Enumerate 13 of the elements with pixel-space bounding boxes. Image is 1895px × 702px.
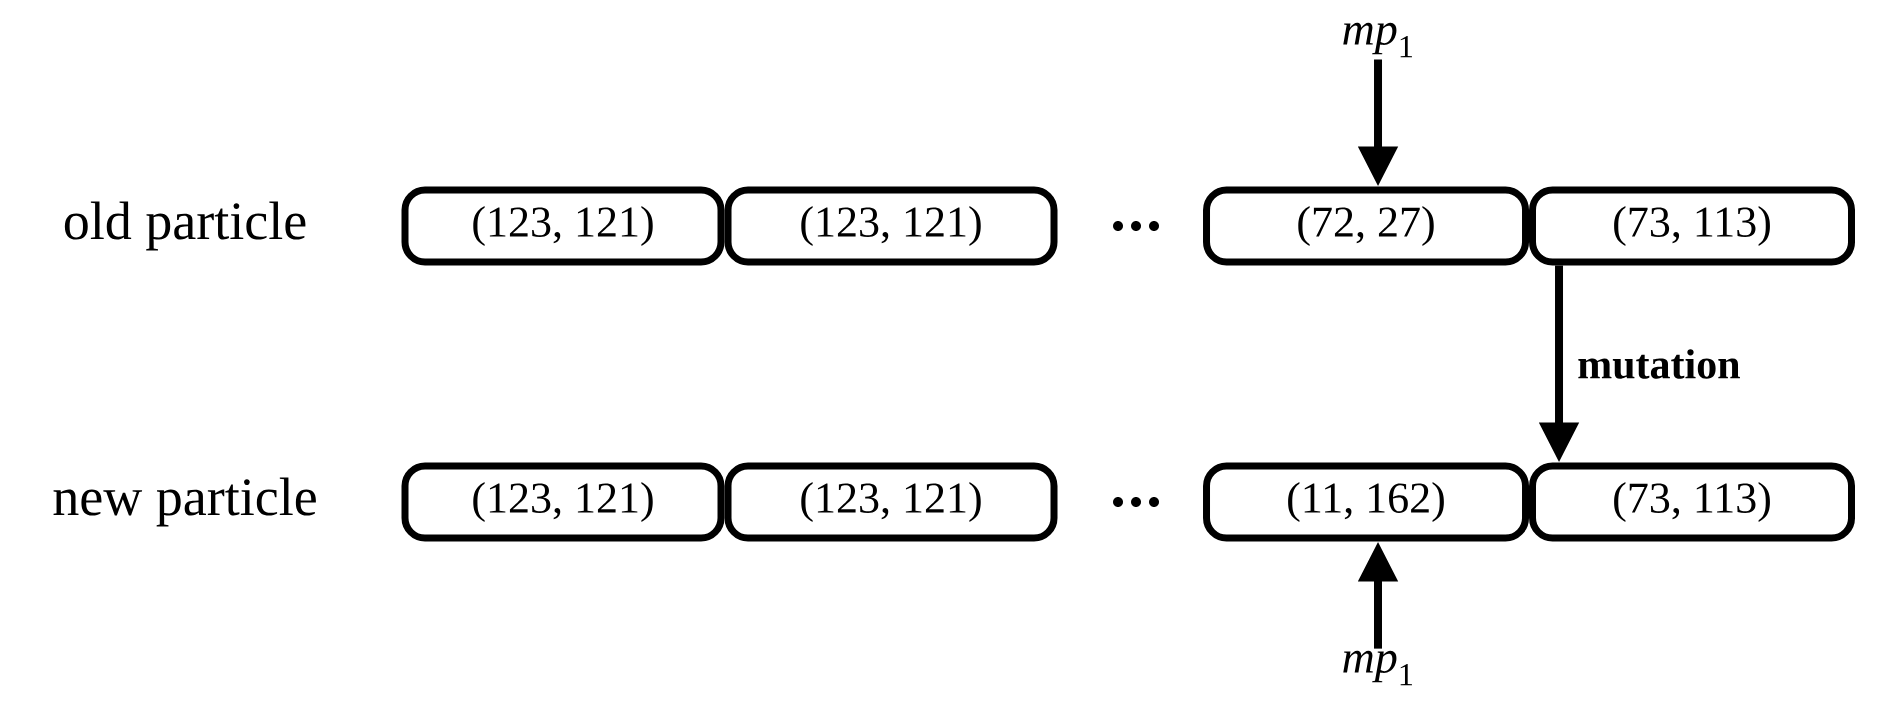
value-box: (72, 27) (1203, 186, 1529, 266)
row-label: old particle (64, 201, 306, 251)
value-box: (73, 113) (1529, 186, 1855, 266)
edge-label: mutation (1578, 349, 1740, 379)
row-label: new particle (53, 477, 316, 527)
value-box: (123, 121) (401, 186, 725, 266)
value-box: (123, 121) (724, 462, 1058, 542)
value-box: (73, 113) (1529, 462, 1855, 542)
value-box: (11, 162) (1203, 462, 1529, 542)
value-box: (123, 121) (724, 186, 1058, 266)
point-label: mp$_{1}$ (1343, 650, 1412, 686)
point-label: mp$_{1}$ (1343, 22, 1412, 58)
value-box: (123, 121) (401, 462, 725, 542)
